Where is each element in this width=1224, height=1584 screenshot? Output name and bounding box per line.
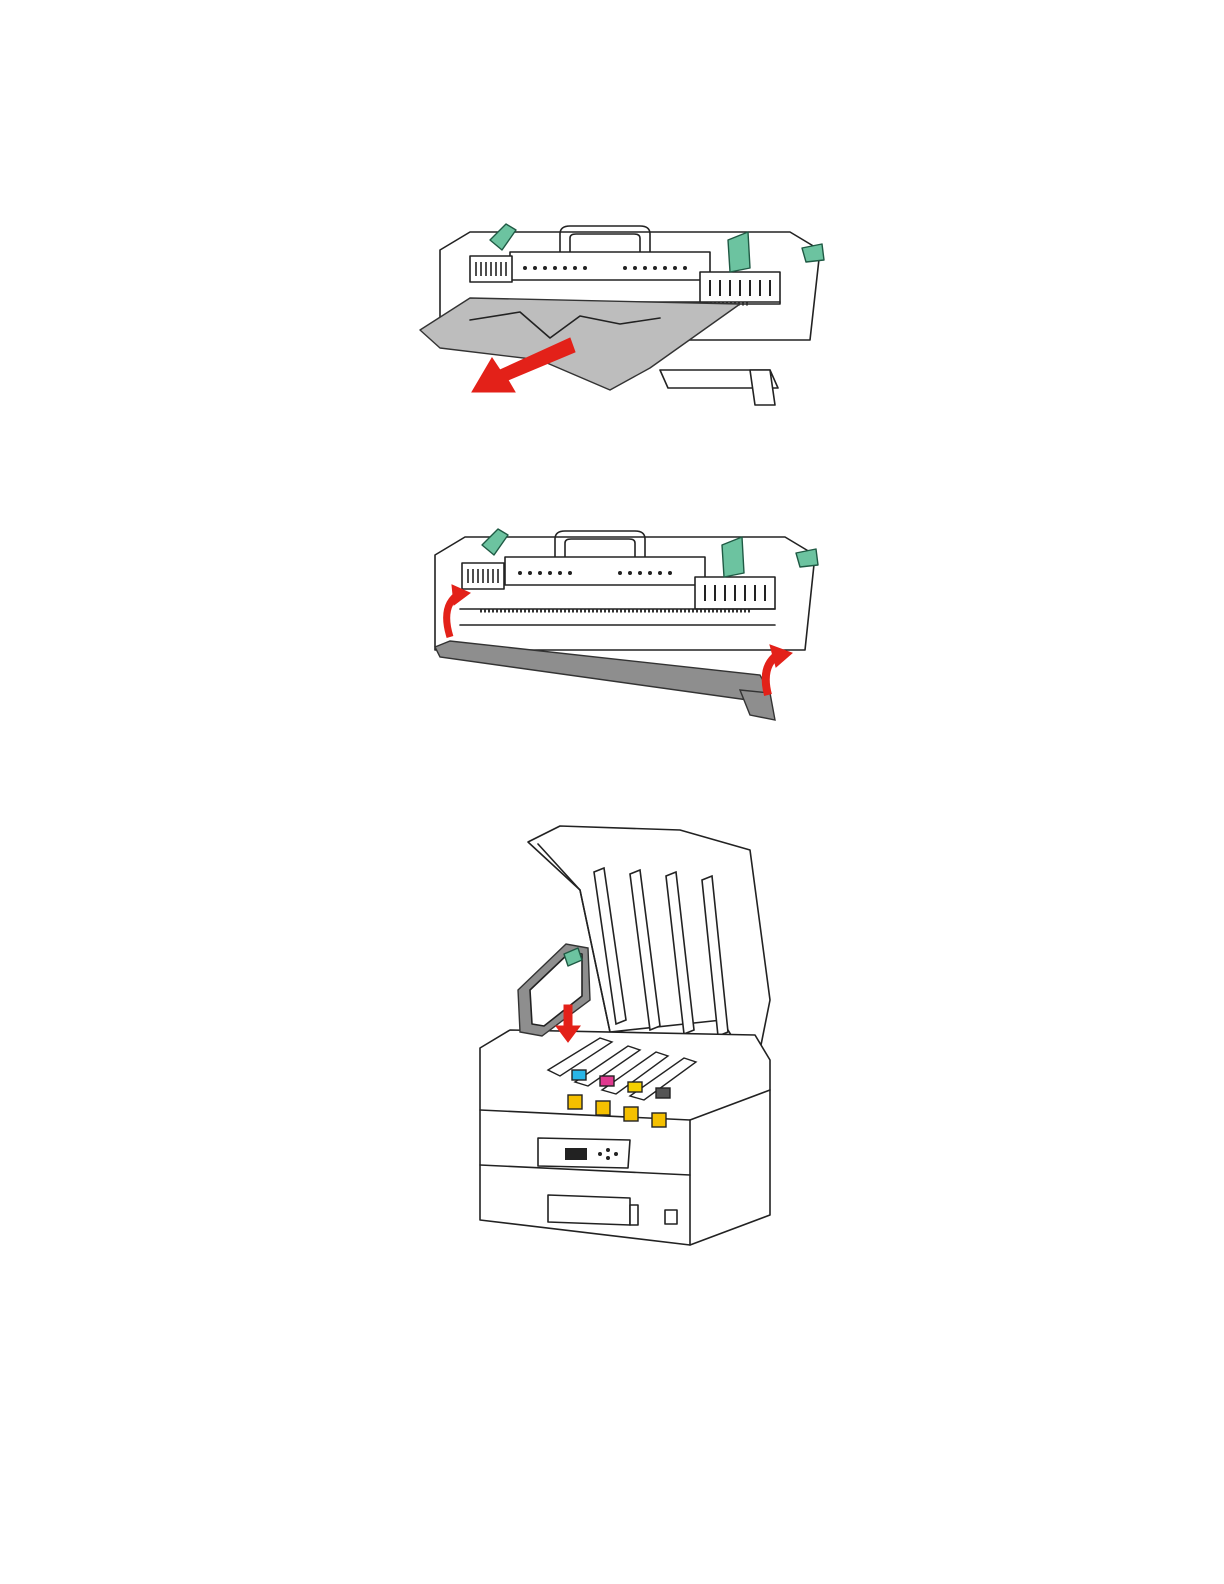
right-green-lever	[722, 537, 744, 577]
printer-fuser-install-illustration	[470, 820, 790, 1250]
fuser-guide-close-illustration	[410, 525, 840, 730]
fuser-paper-jam-illustration	[410, 220, 840, 420]
fuser-unit	[518, 944, 590, 1036]
right-green-lever	[728, 232, 750, 272]
display-screen	[565, 1148, 587, 1160]
